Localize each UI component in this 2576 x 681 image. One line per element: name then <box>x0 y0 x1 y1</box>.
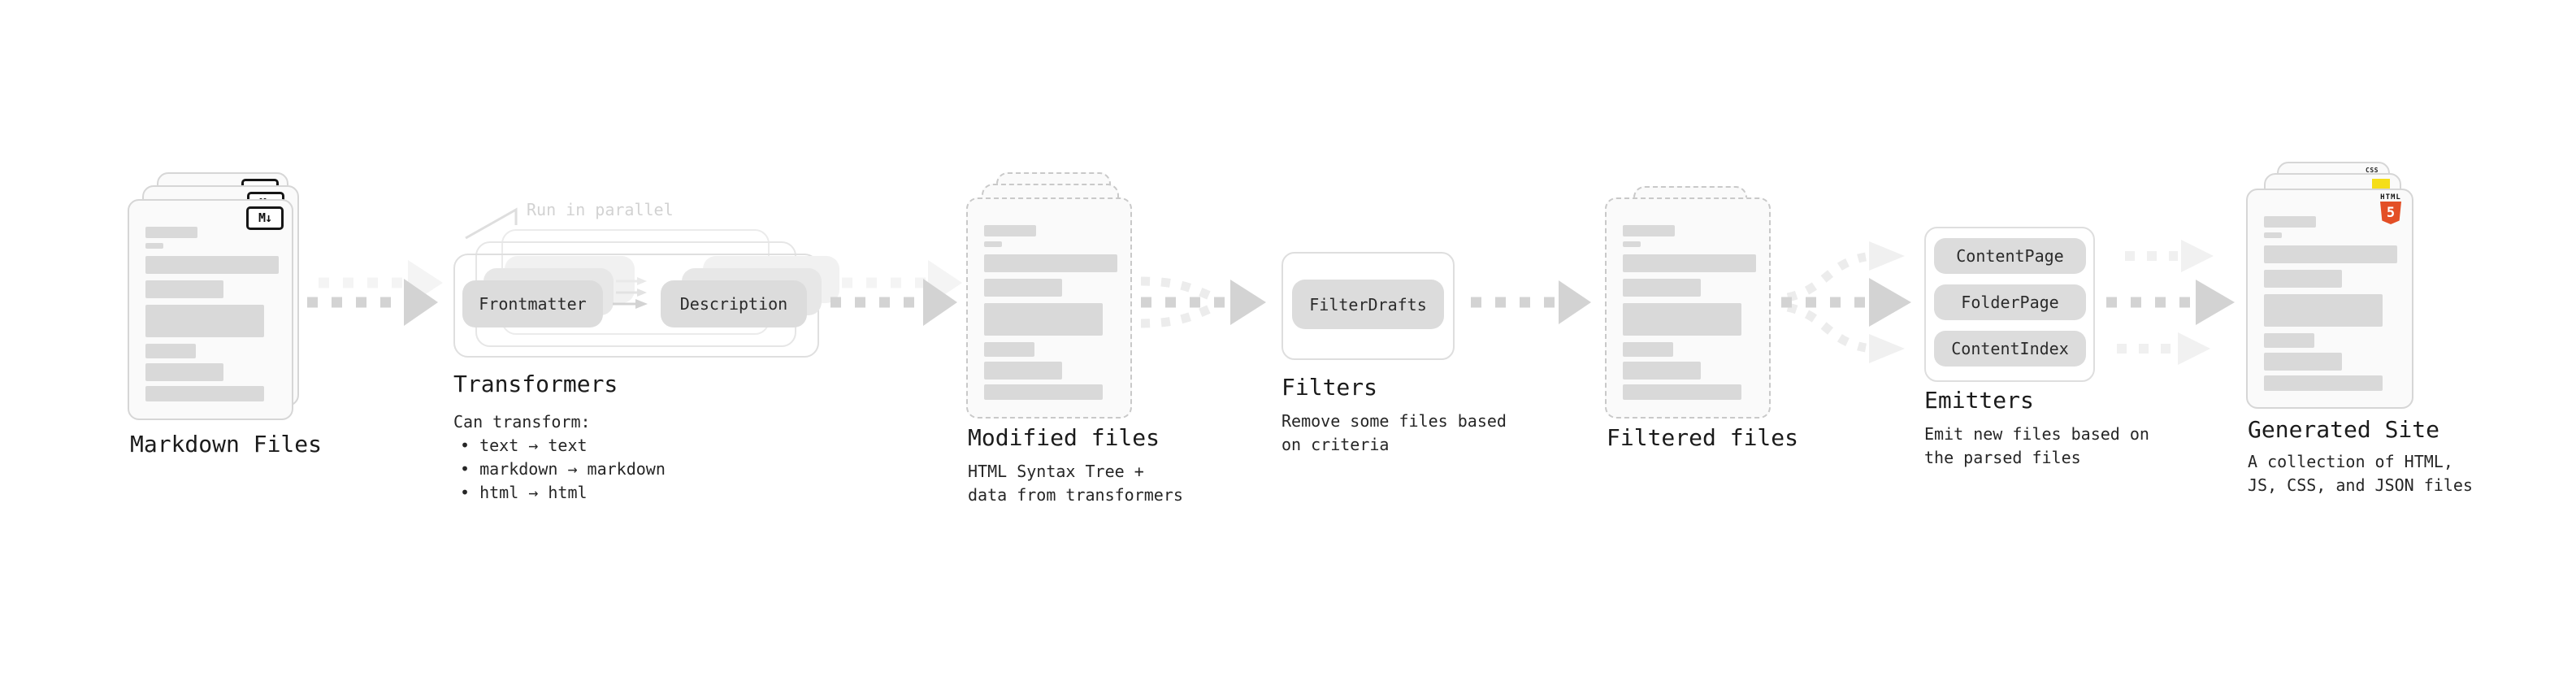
doc-text-bar <box>145 386 264 401</box>
doc-text-bar <box>1623 303 1741 336</box>
doc-text-bar <box>2264 232 2282 238</box>
modified-file-card <box>966 197 1132 419</box>
modified-files-description: HTML Syntax Tree + data from transformer… <box>968 460 1183 507</box>
emitters-description: Emit new files based on the parsed files <box>1924 423 2149 470</box>
contentindex-pill: ContentIndex <box>1934 331 2086 367</box>
desc-line: the parsed files <box>1924 448 2081 467</box>
filtered-file-card <box>1605 197 1771 419</box>
generated-site-card: HTML 5 <box>2246 189 2413 409</box>
doc-text-bar <box>984 362 1062 380</box>
doc-text-bar <box>984 342 1034 357</box>
doc-text-bar <box>984 303 1103 336</box>
contentpage-pill: ContentPage <box>1934 238 2086 274</box>
doc-text-bar <box>984 225 1036 236</box>
doc-text-bar <box>1623 384 1741 400</box>
doc-text-bar <box>2264 353 2342 371</box>
arrow-filters-to-filtered <box>1471 280 1591 324</box>
doc-text-bar <box>2264 216 2316 228</box>
desc-line: Emit new files based on <box>1924 424 2149 444</box>
doc-text-bar <box>2264 245 2397 263</box>
transformers-bullet: • text → text <box>460 436 588 455</box>
doc-text-bar <box>2264 294 2383 327</box>
transformers-bullet: • html → html <box>460 483 588 502</box>
markdown-file-card: M↓ <box>128 199 293 420</box>
doc-text-bar <box>145 243 163 249</box>
arrow-transformers-to-modified <box>830 260 962 326</box>
doc-text-bar <box>145 280 223 298</box>
doc-text-bar <box>984 254 1117 272</box>
markdown-files-title: Markdown Files <box>130 431 323 458</box>
markdown-icon: M↓ <box>246 206 284 230</box>
doc-text-bar <box>2264 375 2383 391</box>
doc-text-bar <box>1623 342 1673 357</box>
arrow-markdown-to-transformers <box>307 260 443 326</box>
html5-shield: 5 <box>2380 202 2401 224</box>
generated-site-description: A collection of HTML, JS, CSS, and JSON … <box>2248 450 2473 497</box>
arrows-emitters-to-generated <box>2106 240 2235 365</box>
generated-site-title: Generated Site <box>2248 416 2440 443</box>
transformers-bullet: • markdown → markdown <box>460 459 666 479</box>
run-in-parallel-annotation: Run in parallel <box>527 200 674 219</box>
doc-text-bar <box>145 305 264 337</box>
doc-text-bar <box>145 227 197 238</box>
filters-title: Filters <box>1281 374 1378 401</box>
desc-line: HTML Syntax Tree + <box>968 462 1144 481</box>
doc-text-bar <box>1623 279 1701 297</box>
doc-text-bar <box>145 256 279 274</box>
arrow-modified-to-filters <box>1140 276 1266 328</box>
transformers-desc-heading: Can transform: <box>453 412 591 432</box>
desc-line: A collection of HTML, <box>2248 452 2453 471</box>
folderpage-pill: FolderPage <box>1934 284 2086 320</box>
doc-text-bar <box>1623 241 1641 247</box>
html5-number: 5 <box>2386 205 2396 221</box>
filters-description: Remove some files based on criteria <box>1281 410 1507 457</box>
doc-text-bar <box>984 241 1002 247</box>
html5-word: HTML <box>2380 193 2401 202</box>
javascript-icon <box>2372 179 2390 189</box>
doc-text-bar <box>145 344 196 358</box>
description-pill: Description <box>661 280 807 327</box>
desc-line: data from transformers <box>968 485 1183 505</box>
modified-files-title: Modified files <box>968 424 1160 451</box>
doc-text-bar <box>1623 254 1756 272</box>
filterdrafts-pill: FilterDrafts <box>1292 280 1444 329</box>
html5-icon: HTML 5 <box>2379 193 2403 224</box>
transformers-title: Transformers <box>453 371 618 397</box>
doc-text-bar <box>1623 362 1701 380</box>
css-label: CSS <box>2366 167 2379 174</box>
desc-line: on criteria <box>1281 435 1390 454</box>
arrow-filtered-to-emitters <box>1781 241 1911 363</box>
doc-text-bar <box>145 363 223 381</box>
transformers-description: Can transform: • text → text • markdown … <box>453 410 666 505</box>
doc-text-bar <box>984 384 1103 400</box>
doc-text-bar <box>2264 270 2342 288</box>
doc-text-bar <box>2264 333 2314 348</box>
filtered-files-title: Filtered files <box>1607 424 1799 451</box>
frontmatter-pill: Frontmatter <box>462 280 603 327</box>
desc-line: Remove some files based <box>1281 411 1507 431</box>
emitters-title: Emitters <box>1924 387 2034 414</box>
doc-text-bar <box>1623 225 1675 236</box>
doc-text-bar <box>984 279 1062 297</box>
desc-line: JS, CSS, and JSON files <box>2248 475 2473 495</box>
